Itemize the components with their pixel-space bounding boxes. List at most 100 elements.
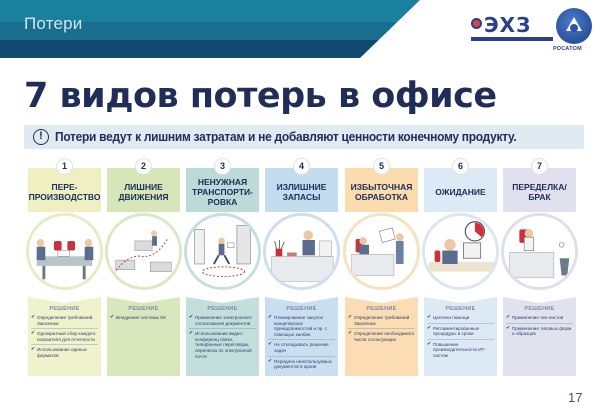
notice-banner: ! Потери ведут к лишним затратам и не до…: [24, 125, 584, 149]
loss-title: ОЖИДАНИЕ: [424, 168, 497, 212]
solution-item: ✔Передача неиспользуемых документов в ар…: [268, 357, 335, 372]
checkmark-icon: ✔: [348, 314, 353, 320]
solution-text: Использование видео-конференц связи, тел…: [195, 331, 252, 359]
desk-with-stacks-illustration: [263, 213, 340, 290]
rosatom-logo-icon: [556, 8, 592, 44]
solution-item: ✔Не откладывать решение задач: [268, 341, 335, 357]
checkmark-icon: ✔: [427, 324, 432, 331]
checkmark-icon: ✔: [427, 314, 432, 320]
loss-number-badge: 3: [214, 158, 231, 175]
solution-item: ✔Регламентированные процедуры и сроки: [427, 324, 494, 340]
loss-title: ЛИШНИЕ ДВИЖЕНИЯ: [107, 168, 180, 212]
section-title: Потери: [24, 14, 83, 33]
rosatom-logo-text: РОСАТОМ: [553, 46, 582, 52]
solution-item: ✔Использование единых форматов: [31, 347, 98, 360]
solution-heading: РЕШЕНИЕ: [445, 306, 476, 312]
solution-item: ✔Применение электронного согласования до…: [189, 314, 256, 330]
checkmark-icon: ✔: [31, 314, 36, 320]
checkmark-icon: ✔: [268, 357, 273, 364]
checkmark-icon: ✔: [189, 314, 194, 320]
solution-item: ✔Определение требований Заказчика: [348, 314, 415, 330]
handing-document-illustration: [343, 213, 420, 290]
checkmark-icon: ✔: [506, 314, 511, 320]
solution-text: Определение необходимого числа согласующ…: [354, 331, 415, 342]
loss-number-badge: 7: [531, 158, 548, 175]
solution-heading: РЕШЕНИЕ: [207, 306, 238, 312]
solution-text: Применение типовых форм и образцов: [512, 325, 572, 337]
header-banner: Потери: [0, 0, 600, 58]
exz-emblem-icon: [471, 18, 482, 29]
solution-box: РЕШЕНИЕ✔Определение требований Заказчика…: [28, 297, 101, 376]
solution-heading: РЕШЕНИЕ: [524, 306, 555, 312]
solution-box: РЕШЕНИЕ✔Цепочка помощи✔Регламентированны…: [424, 297, 497, 376]
checkmark-icon: ✔: [427, 340, 432, 347]
checkmark-icon: ✔: [506, 324, 511, 331]
solution-item: ✔Планирование закупок канцелярских прина…: [268, 314, 335, 341]
solution-text: Цепочка помощи: [433, 315, 470, 320]
solution-text: Не откладывать решение задач: [274, 342, 329, 353]
checkmark-icon: ✔: [268, 341, 273, 348]
exz-logo-text: ЭХЗ: [484, 13, 532, 37]
running-with-documents-illustration: [184, 213, 261, 290]
checkmark-icon: ✔: [31, 346, 36, 353]
solution-text: Внедрение системы 5S: [116, 315, 166, 320]
waiting-at-computer-illustration: [422, 213, 499, 290]
solution-text: Применение чек-листов: [512, 315, 564, 320]
solution-text: Регламентированные процедуры и сроки: [433, 325, 480, 337]
solution-item: ✔Внедрение системы 5S: [110, 314, 177, 323]
solution-item: ✔Определение требований Заказчика: [31, 314, 98, 330]
solution-text: Определение требований Заказчика: [354, 315, 410, 326]
solution-item: ✔Повышение производительности ИТ-систем: [427, 340, 494, 361]
solution-text: Повышение производительности ИТ-систем: [433, 341, 486, 358]
checkmark-icon: ✔: [31, 330, 36, 337]
exclamation-circle-icon: !: [33, 129, 49, 145]
solution-heading: РЕШЕНИЕ: [128, 306, 159, 312]
checkmark-icon: ✔: [348, 330, 353, 337]
solution-heading: РЕШЕНИЕ: [366, 306, 397, 312]
loss-number-badge: 2: [135, 158, 152, 175]
solution-item: ✔Однократный сбор каждого показателя для…: [31, 330, 98, 346]
solution-box: РЕШЕНИЕ✔Планирование закупок канцелярски…: [265, 297, 338, 376]
loss-title: ИЗЛИШНИЕ ЗАПАСЫ: [265, 168, 338, 212]
solution-item: ✔Определение необходимого числа согласую…: [348, 331, 415, 344]
solution-item: ✔Применение чек-листов: [506, 314, 573, 324]
solution-heading: РЕШЕНИЕ: [286, 306, 317, 312]
exz-logo: ЭХЗ: [471, 13, 557, 43]
meeting-table-illustration: [26, 213, 103, 290]
page-number: 17: [568, 390, 583, 405]
checkmark-icon: ✔: [268, 314, 273, 320]
solution-box: РЕШЕНИЕ ✔Определение требований Заказчика…: [345, 297, 418, 376]
loss-title: НЕНУЖНАЯ ТРАНСПОРТИ- РОВКА: [186, 168, 259, 212]
loss-number-badge: 5: [373, 158, 390, 175]
solution-item: ✔Использование видео-конференц связи, те…: [189, 331, 256, 361]
solution-text: Использование единых форматов: [37, 347, 87, 358]
checkmark-icon: ✔: [189, 330, 194, 337]
solution-box: РЕШЕНИЕ ✔Применение электронного согласов…: [186, 297, 259, 376]
solution-text: Передача неиспользуемых документов в арх…: [274, 358, 332, 370]
solution-text: Планирование закупок канцелярских принад…: [274, 315, 328, 337]
notice-text: Потери ведут к лишним затратам и не доба…: [55, 129, 517, 144]
solution-heading: РЕШЕНИЕ: [49, 306, 80, 312]
solution-text: Определение требований Заказчика: [37, 315, 93, 326]
solution-item: ✔Цепочка помощи: [427, 314, 494, 324]
loss-number-badge: 6: [452, 158, 469, 175]
solution-text: Однократный сбор каждого показателя для …: [37, 331, 96, 342]
walking-between-desks-illustration: [105, 213, 182, 290]
loss-number-badge: 4: [293, 158, 310, 175]
solution-box: РЕШЕНИЕ ✔Внедрение системы 5S: [107, 297, 180, 376]
throwing-paper-in-bin-illustration: [501, 213, 578, 290]
checkmark-icon: ✔: [110, 314, 115, 320]
solution-box: РЕШЕНИЕ ✔Применение чек-листов✔Применение…: [503, 297, 576, 376]
page-title: 7 видов потерь в офисе: [24, 76, 497, 116]
loss-number-badge: 1: [56, 158, 73, 175]
loss-title: ИЗБЫТОЧНАЯ ОБРАБОТКА: [345, 168, 418, 212]
loss-title: ПЕРЕ- ПРОИЗВОДСТВО: [28, 168, 101, 212]
loss-title: ПЕРЕДЕЛКА/ БРАК: [503, 168, 576, 212]
